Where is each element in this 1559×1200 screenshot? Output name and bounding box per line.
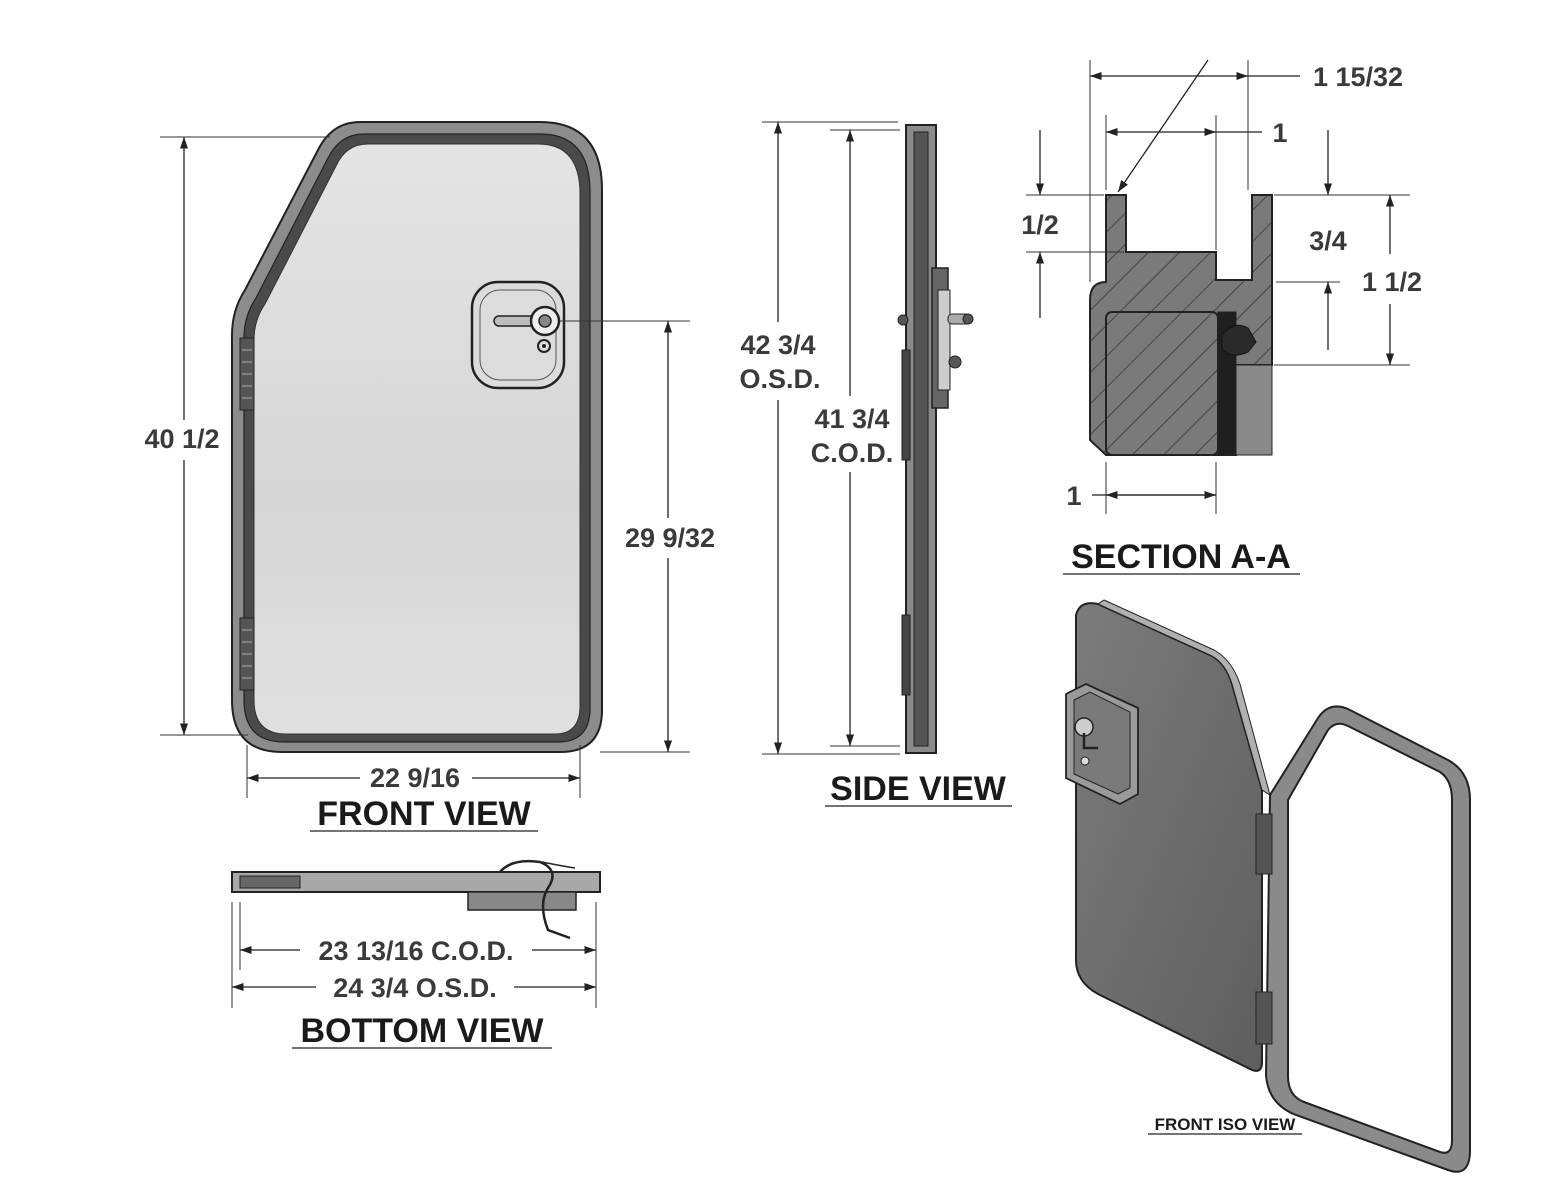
front-latch-dim: 29 9/32: [625, 523, 715, 553]
bottom-view-title: BOTTOM VIEW: [300, 1012, 544, 1050]
bottom-cod-dim: 23 13/16 C.O.D.: [318, 936, 513, 966]
section-overall-width-dim: 1 15/32: [1313, 62, 1403, 92]
front-height-dim: 40 1/2: [144, 424, 219, 454]
section-bottom-dim: 1: [1066, 481, 1081, 511]
side-osd-label: O.S.D.: [739, 364, 820, 394]
side-cod-value: 41 3/4: [814, 404, 889, 434]
front-iso-view: FRONT ISO VIEW: [1065, 599, 1471, 1173]
section-height-dim: 1 1/2: [1362, 267, 1422, 297]
side-view-title: SIDE VIEW: [830, 770, 1007, 808]
front-door-panel: [253, 143, 581, 735]
front-width-dim: 22 9/16: [370, 763, 460, 793]
section-inner-width-dim: 1: [1272, 118, 1287, 148]
iso-view-title: FRONT ISO VIEW: [1155, 1115, 1297, 1134]
bottom-door-body: [231, 871, 601, 893]
side-cod-label: C.O.D.: [811, 438, 894, 468]
front-view: 40 1/2 29 9/32 22 9/16 FRONT VIEW: [144, 121, 715, 833]
section-a-a: 1 15/32 1 1/2 3/4 1 1/2 1 SECTION A-A: [1021, 59, 1422, 576]
section-channel-dim: 3/4: [1309, 226, 1347, 256]
side-latch-icon: [897, 267, 974, 409]
bottom-view: 23 13/16 C.O.D. 24 3/4 O.S.D. BOTTOM VIE…: [231, 859, 601, 1050]
bottom-osd-dim: 24 3/4 O.S.D.: [333, 973, 497, 1003]
iso-latch-icon: [1065, 683, 1139, 806]
front-view-title: FRONT VIEW: [317, 795, 531, 833]
front-latch-handle-icon: [493, 305, 561, 353]
section-lip-dim: 1/2: [1021, 210, 1059, 240]
section-title: SECTION A-A: [1071, 538, 1291, 576]
side-osd-value: 42 3/4: [740, 330, 815, 360]
section-insert: [1105, 311, 1219, 456]
side-view: 42 3/4 O.S.D. 41 3/4 C.O.D. SIDE VIEW: [739, 121, 1012, 808]
section-gasket: [1221, 324, 1257, 356]
bottom-latch-handle-icon: [499, 859, 571, 940]
